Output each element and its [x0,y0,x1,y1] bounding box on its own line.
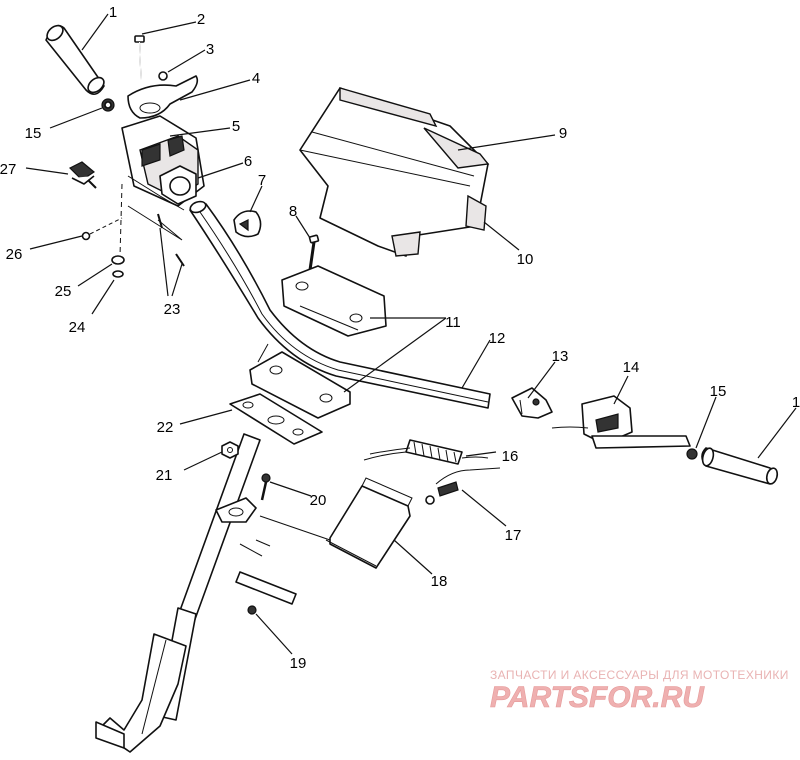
callout-label: 2 [197,11,205,28]
clip-27 [68,161,97,189]
brake-lever-14 [551,395,691,449]
callout-label: 3 [206,41,214,58]
steering-plate [229,393,323,445]
lower-clamp [249,351,351,419]
bolt-8 [308,234,320,271]
bracket-18 [325,477,413,569]
left-end-plug [101,98,115,112]
right-end-plug [686,448,698,460]
callout-label: 10 [517,251,534,268]
clip-7 [233,210,262,238]
callout-label: 15 [710,383,727,400]
callout-label: 1 [109,4,117,21]
watermark-tagline: ЗАПЧАСТИ И АКСЕССУАРЫ ДЛЯ МОТОТЕХНИКИ [490,668,789,682]
callout-label: 17 [505,527,522,544]
wire-16 [363,439,489,465]
callout-label: 5 [232,118,240,135]
throttle-lever [127,75,199,119]
callout-label: 23 [164,301,181,318]
assembly-line [255,539,271,547]
callout-label: 1 [792,394,800,411]
left-grip [45,24,105,95]
callout-label: 13 [552,348,569,365]
switch-17 [425,467,501,505]
right-grip [701,447,779,485]
brake-bracket-13 [511,387,553,419]
bolt-2 [134,35,145,81]
callout-label: 7 [258,172,266,189]
nut-21 [221,441,239,459]
handlebar [189,200,491,409]
pin-19 [235,571,297,615]
callout-label: 6 [244,153,252,170]
assembly-line [239,543,263,557]
assembly-line [257,343,269,363]
callout-label: 24 [69,319,86,336]
callout-label: 22 [157,419,174,436]
assembly-line [259,515,331,541]
callout-label: 19 [290,655,307,672]
steering-column [95,433,261,753]
callout-label: 27 [0,161,16,178]
callout-label: 26 [6,246,23,263]
washers-24-25 [111,183,125,278]
callout-label: 16 [502,448,519,465]
watermark-logo: PARTSFOR.RU [490,681,705,714]
panel-insert [391,194,487,257]
callout-label: 9 [559,125,567,142]
callout-label: 15 [25,125,42,142]
callout-label: 18 [431,573,448,590]
callout-label: 12 [489,330,506,347]
callout-label: 21 [156,467,173,484]
screws-23 [127,205,185,267]
callout-label: 8 [289,203,297,220]
throttle-housing [121,115,205,211]
leader-lines [25,13,797,655]
callout-label: 14 [623,359,640,376]
nut-3 [158,71,168,81]
callout-label: 20 [310,492,327,509]
watermark: ЗАПЧАСТИ И АКСЕССУАРЫ ДЛЯ МОТОТЕХНИКИ PA… [490,668,789,714]
callout-label: 25 [55,283,72,300]
bolt-20 [260,473,271,501]
upper-clamp [281,265,387,337]
hood-panel [299,87,490,257]
callout-label: 4 [252,70,260,87]
screw-26 [81,217,123,241]
callout-label: 11 [445,314,461,331]
